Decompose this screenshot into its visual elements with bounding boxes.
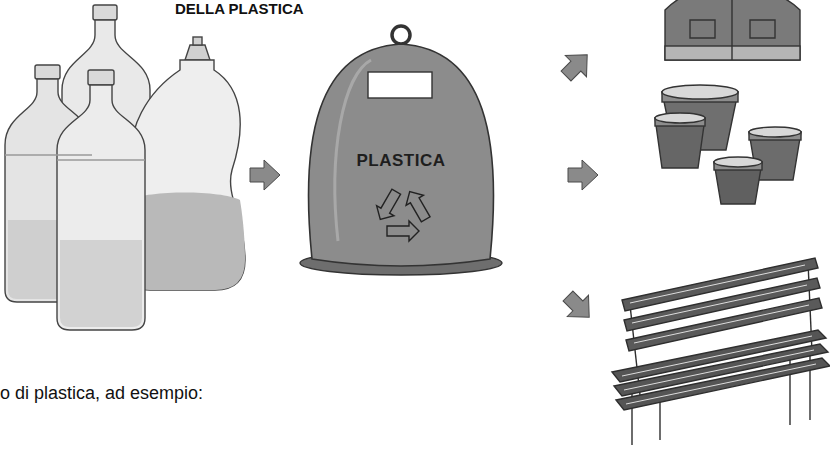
bin-window	[368, 72, 432, 98]
plastic-bottles	[5, 5, 245, 330]
bin-highlight	[335, 60, 371, 241]
flower-pots	[655, 85, 801, 204]
flow-arrows	[250, 44, 600, 328]
recycling-bin: PLASTICA	[298, 25, 504, 281]
bench	[612, 258, 830, 445]
note-text: o di plastica, ad esempio:	[0, 383, 203, 404]
bin-label: PLASTICA	[357, 151, 446, 171]
bin-handle	[392, 26, 410, 44]
bin-body	[308, 44, 493, 266]
node-text-group: PLASTICA	[298, 151, 504, 171]
diagram-title: DELLA PLASTICA	[175, 0, 304, 17]
recycle-symbol	[372, 187, 435, 241]
jacket	[665, 0, 800, 60]
